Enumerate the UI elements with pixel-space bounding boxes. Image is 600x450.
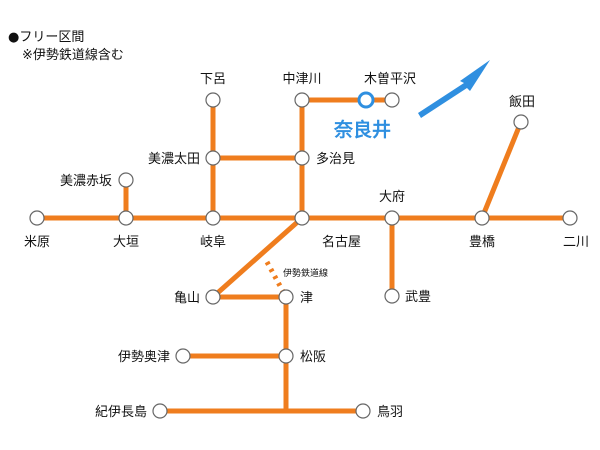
label-futagawa: 二川 <box>563 235 589 250</box>
node-maibara[interactable] <box>29 210 45 226</box>
node-ogaki[interactable] <box>118 210 134 226</box>
node-tsu[interactable] <box>278 289 294 305</box>
label-matsusaka: 松阪 <box>300 350 326 365</box>
node-gifu[interactable] <box>205 210 221 226</box>
node-taketoyo[interactable] <box>384 288 400 304</box>
node-mino-ota[interactable] <box>205 150 221 166</box>
label-kii-nagashima: 紀伊長島 <box>95 405 147 420</box>
node-kiso-hirasawa[interactable] <box>384 92 400 108</box>
label-ogaki: 大垣 <box>113 235 139 250</box>
label-gero: 下呂 <box>200 72 226 87</box>
label-nagoya: 名古屋 <box>322 234 361 250</box>
node-nakatsugawa[interactable] <box>294 92 310 108</box>
label-ise-okitsu: 伊勢奥津 <box>118 350 170 365</box>
node-narai[interactable] <box>357 91 375 109</box>
legend-note: ※伊勢鉄道線含む <box>22 48 124 63</box>
node-obu[interactable] <box>384 210 400 226</box>
label-narai: 奈良井 <box>333 118 391 141</box>
line-toyohashi-iida <box>479 119 524 221</box>
node-matsusaka[interactable] <box>278 348 294 364</box>
node-ise-okitsu[interactable] <box>175 348 191 364</box>
label-taketoyo: 武豊 <box>405 290 431 305</box>
legend-free-section: ●フリー区間 <box>8 30 85 45</box>
node-kii-nagashima[interactable] <box>152 403 168 419</box>
station-nodes <box>29 91 578 419</box>
node-kameyama[interactable] <box>205 289 221 305</box>
label-mino-akasaka: 美濃赤坂 <box>60 174 112 189</box>
label-gifu: 岐阜 <box>200 234 226 250</box>
label-tajimi: 多治見 <box>316 151 355 167</box>
node-nagoya[interactable] <box>294 210 310 226</box>
node-tajimi[interactable] <box>294 150 310 166</box>
label-ise-railway: 伊勢鉄道線 <box>283 267 328 279</box>
label-kameyama: 亀山 <box>174 291 200 306</box>
label-iida: 飯田 <box>509 95 535 110</box>
label-maibara: 米原 <box>24 235 50 250</box>
node-iida[interactable] <box>513 114 529 130</box>
label-mino-ota: 美濃太田 <box>148 152 200 167</box>
label-nakatsugawa: 中津川 <box>282 72 321 87</box>
node-toyohashi[interactable] <box>474 210 490 226</box>
node-toba[interactable] <box>355 403 371 419</box>
line-nagoya-kameyama-tsu <box>210 215 305 300</box>
label-kiso-hirasawa: 木曽平沢 <box>364 72 416 87</box>
label-tsu: 津 <box>300 291 313 306</box>
label-toyohashi: 豊橋 <box>469 235 495 250</box>
highlight-arrow-icon <box>418 60 490 118</box>
station-labels: 米原 大垣 美濃赤坂 岐阜 下呂 美濃太田 中津川 木曽平沢 奈良井 多治見 名… <box>24 72 589 420</box>
node-mino-akasaka[interactable] <box>118 172 134 188</box>
node-futagawa[interactable] <box>562 210 578 226</box>
node-gero[interactable] <box>205 92 221 108</box>
label-obu: 大府 <box>379 190 405 205</box>
label-toba: 鳥羽 <box>377 405 403 420</box>
